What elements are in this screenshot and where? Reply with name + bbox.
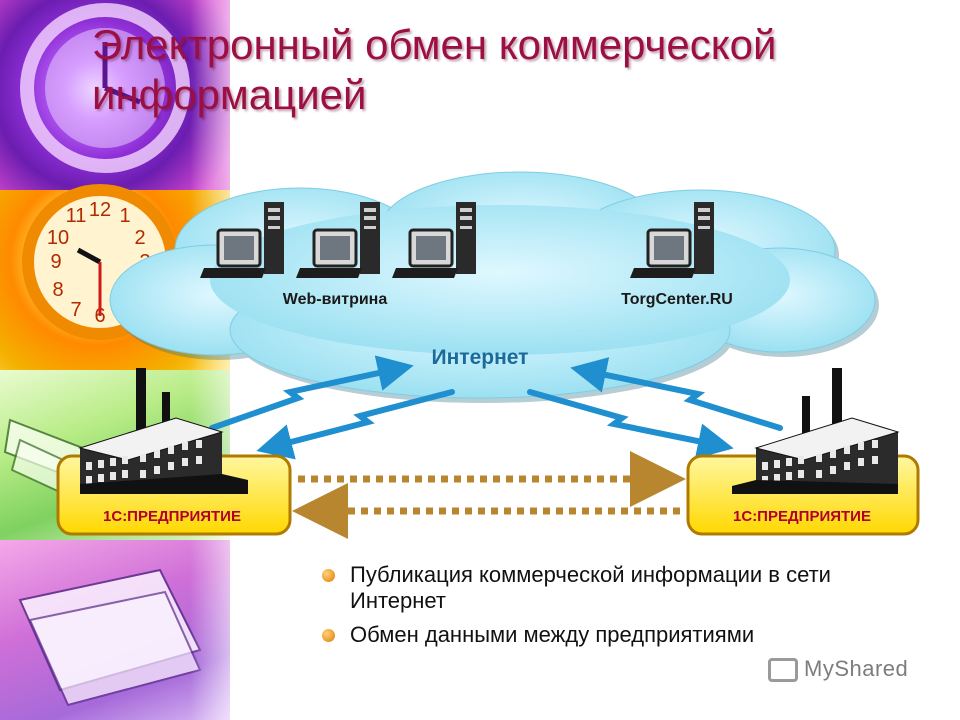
presentation-screen-icon	[768, 658, 798, 683]
svg-text:12: 12	[89, 199, 111, 221]
computer-icon	[392, 202, 476, 278]
bullet-list: Публикация коммерческой информации в сет…	[318, 562, 898, 656]
connection-arrows	[209, 355, 783, 460]
left-enterprise-label: 1С:ПРЕДПРИЯТИЕ	[103, 508, 241, 525]
left-downlink-arrow	[256, 389, 455, 460]
bullet-item: Публикация коммерческой информации в сет…	[318, 562, 898, 614]
svg-text:8: 8	[52, 279, 63, 301]
computer-icon	[296, 202, 380, 278]
svg-text:10: 10	[47, 227, 69, 249]
bullet-text: Публикация коммерческой информации в сет…	[350, 562, 831, 613]
bullet-text: Обмен данными между предприятиями	[350, 622, 755, 647]
purple-clock-icon	[20, 3, 190, 173]
slide-title: Электронный обмен коммерческой информаци…	[92, 21, 777, 118]
computer-icon	[630, 202, 714, 278]
factory-icon	[78, 368, 248, 494]
svg-text:9: 9	[50, 251, 61, 273]
right-downlink-arrow	[527, 389, 734, 459]
factory-icon	[732, 368, 900, 494]
watermark: MyShared	[768, 656, 909, 683]
bullet-dot-icon	[322, 569, 335, 582]
svg-text:7: 7	[70, 299, 81, 321]
svg-text:2: 2	[134, 227, 145, 249]
bullet-item: Обмен данными между предприятиями	[318, 622, 898, 648]
right-uplink-arrow	[570, 357, 783, 431]
watermark-text: MyShared	[804, 656, 909, 681]
torgcenter-label: TorgCenter.RU	[621, 291, 733, 308]
internet-label: Интернет	[432, 346, 529, 369]
computer-icon	[200, 202, 284, 278]
right-enterprise-label: 1С:ПРЕДПРИЯТИЕ	[733, 508, 871, 525]
strip-fade	[190, 0, 230, 720]
bullet-dot-icon	[322, 629, 335, 642]
svg-text:1: 1	[119, 205, 130, 227]
svg-text:11: 11	[66, 205, 87, 227]
web-shop-label: Web-витрина	[283, 291, 388, 308]
data-exchange-arrows	[292, 451, 686, 539]
left-uplink-arrow	[209, 355, 414, 431]
